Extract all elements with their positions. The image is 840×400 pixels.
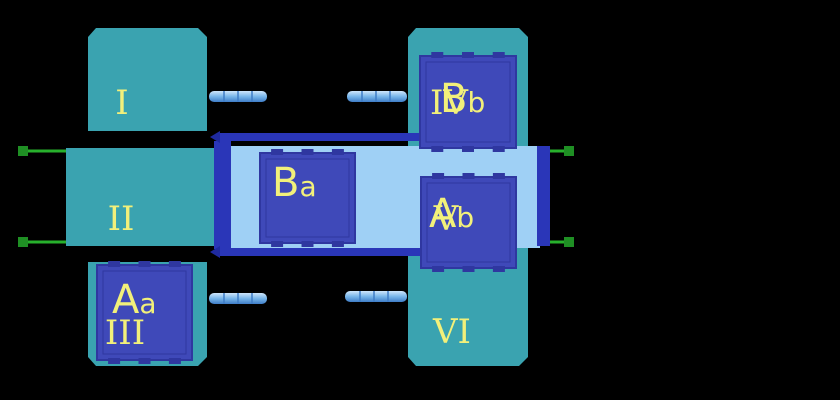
station-1 <box>88 28 207 131</box>
module-bb: Bb <box>419 52 517 152</box>
anchor-bolts <box>18 146 574 247</box>
docking-pin-icon <box>209 91 267 102</box>
conveyor-endplate-right <box>537 146 550 246</box>
docking-pin-icon <box>347 91 407 102</box>
docking-pins <box>209 91 407 304</box>
anchor-bolt-icon <box>548 146 574 156</box>
docking-pin-icon <box>209 293 267 304</box>
anchor-bolt-icon <box>18 146 66 156</box>
anchor-bolt-icon <box>548 237 574 247</box>
module-ba: Ba <box>259 149 356 247</box>
module-ab: Ab <box>420 173 517 272</box>
anchor-bolt-icon <box>18 237 66 247</box>
guide-rails <box>210 131 428 258</box>
module-aa: Aa <box>96 261 193 364</box>
conveyor-endplate-left <box>214 141 231 249</box>
station-6 <box>408 246 528 366</box>
docking-pin-icon <box>345 291 407 302</box>
station-2 <box>66 148 218 246</box>
